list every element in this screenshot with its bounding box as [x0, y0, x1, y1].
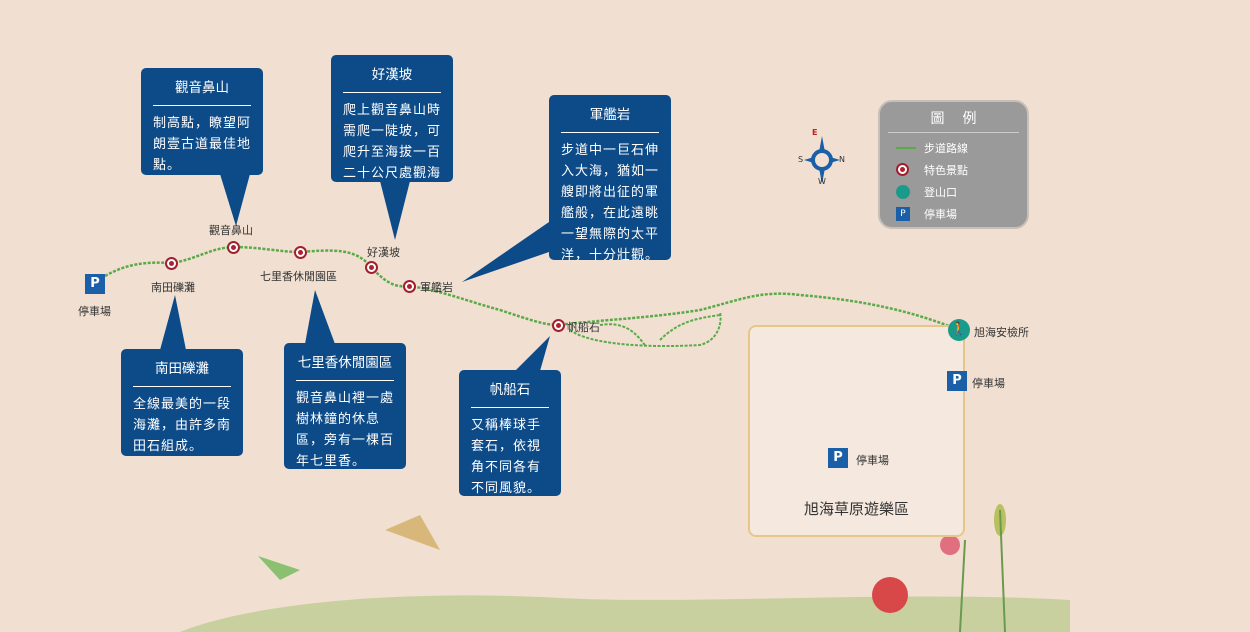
birds-decoration — [258, 515, 440, 580]
legend-title: 圖例 — [888, 102, 1019, 133]
legend-item: P 停車場 — [880, 203, 1027, 225]
legend-item: 特色景點 — [880, 159, 1027, 181]
callout-body: 全線最美的一段海灘，由許多南田石組成。 — [133, 397, 232, 454]
scenic-spot-icon[interactable] — [165, 257, 178, 270]
callout-body: 觀音鼻山裡一處樹林鐘的休息區，旁有一棵百年七里香。 — [296, 391, 395, 469]
callout-tails — [160, 174, 550, 371]
callout-guanyin: 觀音鼻山 制高點，瞭望阿朗壹古道最佳地點。 — [141, 68, 263, 175]
compass-w: W — [818, 177, 826, 186]
legend-label: 登山口 — [924, 186, 957, 199]
callout-title: 觀音鼻山 — [153, 74, 251, 106]
callout-title: 七里香休閒園區 — [296, 349, 394, 381]
compass-e: E — [812, 128, 818, 137]
callout-qilixiang: 七里香休閒園區 觀音鼻山裡一處樹林鐘的休息區，旁有一棵百年七里香。 — [284, 343, 406, 469]
hiker-icon[interactable]: 🚶 — [948, 319, 970, 341]
compass-n: N — [839, 155, 845, 164]
scenic-spot-icon[interactable] — [365, 261, 378, 274]
callout-nantian: 南田礫灘 全線最美的一段海灘，由許多南田石組成。 — [121, 349, 243, 456]
compass-s: S — [798, 155, 804, 164]
callout-body: 爬上觀音鼻山時需爬一陡坡，可爬升至海拔一百二十公尺處觀海 — [343, 103, 442, 181]
park-area: 旭海草原遊樂區 — [748, 325, 965, 537]
callout-title: 好漢坡 — [343, 61, 441, 93]
scenic-spot-icon[interactable] — [294, 246, 307, 259]
label-parking: 停車場 — [78, 305, 111, 318]
label-nantian: 南田礫灘 — [151, 281, 195, 294]
callout-body: 制高點，瞭望阿朗壹古道最佳地點。 — [153, 116, 252, 173]
scenic-spot-icon — [896, 163, 910, 177]
trail-loop — [569, 311, 722, 348]
parking-icon[interactable]: P — [947, 371, 967, 391]
label-parking: 停車場 — [972, 377, 1005, 390]
callout-body: 步道中一巨石伸入大海，猶如一艘即將出征的軍艦般，在此遠眺一望無際的太平洋，十分壯… — [561, 143, 660, 263]
callout-title: 帆船石 — [471, 376, 549, 408]
callout-haohan: 好漢坡 爬上觀音鼻山時需爬一陡坡，可爬升至海拔一百二十公尺處觀海 — [331, 55, 453, 182]
parking-icon[interactable]: P — [85, 274, 105, 294]
callout-fanchuan: 帆船石 又稱棒球手套石，依視角不同各有不同風貌。 — [459, 370, 561, 496]
parking-icon[interactable]: P — [828, 448, 848, 468]
park-area-name: 旭海草原遊樂區 — [803, 500, 909, 518]
callout-title: 南田礫灘 — [133, 355, 231, 387]
callout-title: 軍艦岩 — [561, 101, 659, 133]
legend-item: 步道路線 — [880, 137, 1027, 159]
flowers-decoration — [872, 504, 1006, 632]
parking-icon: P — [896, 207, 910, 221]
scenic-spot-icon[interactable] — [403, 280, 416, 293]
compass — [804, 136, 840, 184]
legend-label: 停車場 — [924, 208, 957, 221]
callout-body: 又稱棒球手套石，依視角不同各有不同風貌。 — [471, 418, 542, 496]
label-fanchuan: 帆船石 — [567, 321, 600, 334]
legend-label: 特色景點 — [924, 164, 968, 177]
legend-label: 步道路線 — [924, 142, 968, 155]
label-parking: 停車場 — [856, 454, 889, 467]
label-qilixiang: 七里香休閒園區 — [260, 270, 337, 283]
hiker-icon — [896, 185, 910, 199]
hill-ground — [180, 595, 1070, 632]
scenic-spot-icon[interactable] — [552, 319, 565, 332]
trail-route — [104, 245, 960, 332]
trail-line-icon — [896, 147, 916, 149]
label-xuhai: 旭海安檢所 — [974, 326, 1029, 339]
label-guanyin: 觀音鼻山 — [209, 224, 253, 237]
scenic-spot-icon[interactable] — [227, 241, 240, 254]
label-junjian: 軍艦岩 — [420, 281, 453, 294]
label-haohan: 好漢坡 — [367, 246, 400, 259]
legend: 圖例 步道路線 特色景點 登山口 P 停車場 — [878, 100, 1029, 229]
callout-junjian: 軍艦岩 步道中一巨石伸入大海，猶如一艘即將出征的軍艦般，在此遠眺一望無際的太平洋… — [549, 95, 671, 263]
legend-item: 登山口 — [880, 181, 1027, 203]
